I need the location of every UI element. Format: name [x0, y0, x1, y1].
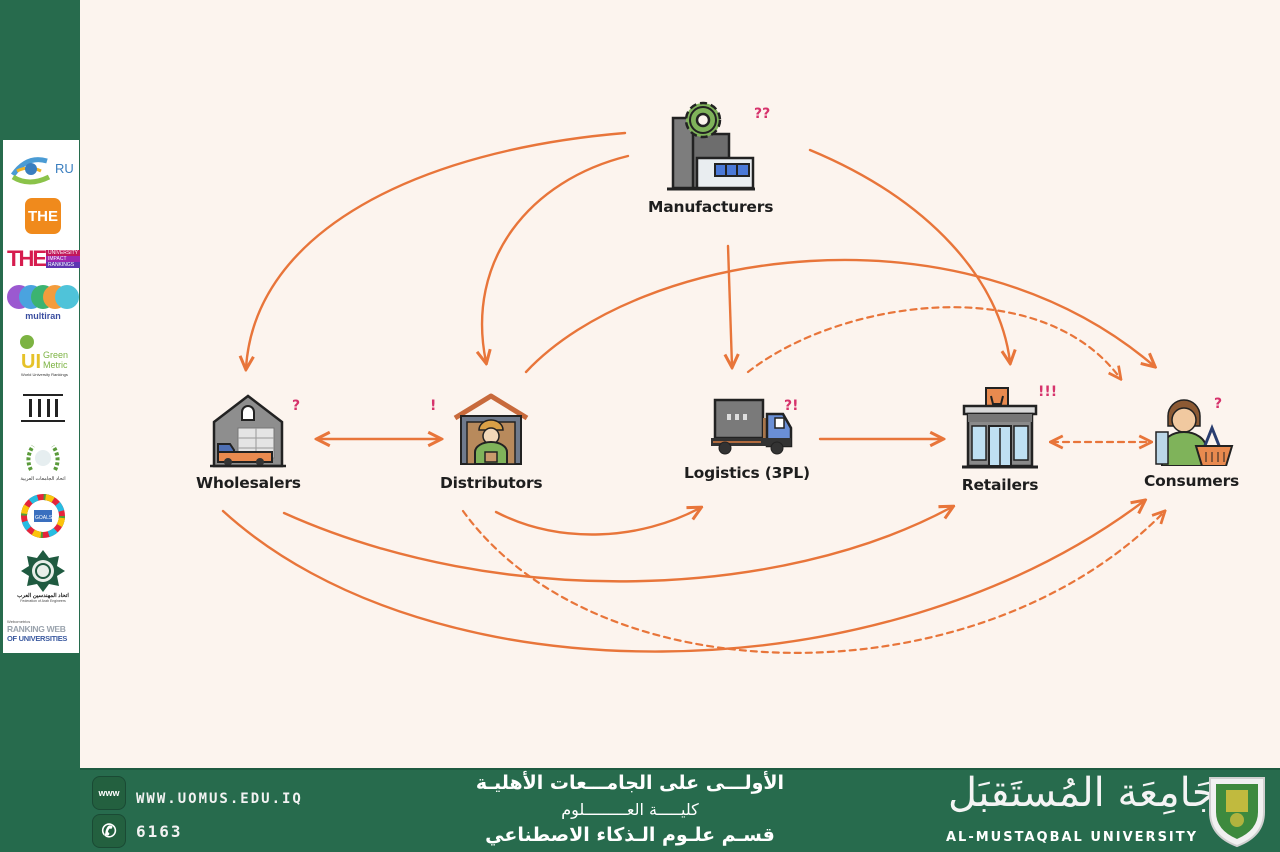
storefront-icon — [962, 387, 1038, 469]
node-logistics: Logistics (3PL) ?! — [684, 396, 810, 482]
rankings-logo-strip: RU THE THE UNIVERSITY IMPACT RANKINGS mu… — [3, 140, 81, 653]
distributor-worker-icon — [453, 393, 529, 465]
node-label: Retailers — [961, 476, 1039, 494]
phone-icon[interactable]: ✆ — [92, 814, 126, 848]
department-ai-sciences: قسـم علـوم الـذكاء الاصطناعي — [485, 824, 775, 846]
question-mark: ? — [1214, 396, 1223, 412]
edge-wholesalers-consumers — [221, 501, 1144, 653]
node-label: Wholesalers — [196, 474, 301, 492]
exclamation-mark: ! — [430, 398, 437, 414]
edge-wholesalers-retailers — [282, 507, 952, 583]
logo-the: THE — [7, 196, 79, 236]
svg-text:World University Rankings: World University Rankings — [21, 372, 68, 377]
node-manufacturers: Manufacturers ?? — [648, 100, 773, 216]
edge-distributors-consumers-arc — [524, 258, 1154, 374]
node-label: Distributors — [440, 474, 543, 492]
node-label: Consumers — [1144, 472, 1240, 490]
logo-institution-pillars — [7, 388, 79, 428]
university-footer: www WWW.UOMUS.EDU.IQ ✆ 6163 الأولـــى عل… — [80, 768, 1280, 852]
university-name-english: AL-MUSTAQBAL UNIVERSITY — [946, 830, 1199, 845]
node-distributors: Distributors ! — [430, 392, 543, 492]
shopper-icon — [1154, 399, 1233, 466]
svg-text:UI: UI — [21, 351, 41, 373]
exclamation-marks: !!! — [1038, 384, 1058, 400]
globe-www-icon[interactable]: www — [92, 776, 126, 810]
logo-sdgs: GOALS — [7, 494, 79, 538]
edge-logistics-consumers-dashed — [746, 306, 1120, 378]
node-label: Manufacturers — [648, 198, 774, 216]
logo-the-impact-rankings: THE UNIVERSITY IMPACT RANKINGS — [7, 246, 81, 271]
tagline-first-private-university: الأولـــى على الجامـــعات الأهليـة — [475, 772, 785, 794]
supply-chain-diagram: Manufacturers ?? Wholesalers ? — [80, 0, 1280, 768]
svg-text:Metric: Metric — [43, 360, 68, 370]
logo-rur: RU — [7, 146, 79, 188]
edge-manufacturers-wholesalers — [246, 131, 627, 368]
svg-text:Green: Green — [43, 350, 68, 360]
logo-ui-greenmetric: UI Green Metric World University Ranking… — [7, 332, 79, 378]
svg-text:RU: RU — [55, 161, 74, 176]
website-link[interactable]: WWW.UOMUS.EDU.IQ — [136, 791, 303, 807]
edge-manufacturers-logistics — [728, 244, 732, 366]
edge-distributors-consumers-dashed — [461, 511, 1164, 654]
phone-number[interactable]: 6163 — [136, 822, 183, 841]
edge-manufacturers-retailers — [808, 148, 1010, 362]
university-name-arabic: جَامِعَة المُستَقبَل — [948, 770, 1217, 816]
node-retailers: Retailers !!! — [960, 384, 1057, 494]
logo-multirank: multiran — [7, 280, 79, 324]
question-mark: ? — [292, 398, 301, 414]
question-marks: ?? — [754, 106, 771, 122]
logo-association-arab-universities: اتحاد الجامعات العربية — [7, 438, 79, 486]
edge-distributors-logistics — [494, 508, 700, 536]
svg-text:GOALS: GOALS — [35, 515, 53, 521]
node-label: Logistics (3PL) — [684, 464, 810, 482]
college-of-sciences: كليـــــة العـــــــــلوم — [561, 800, 699, 819]
factory-icon — [666, 101, 755, 191]
interrobang-mark: ?! — [784, 398, 799, 414]
logo-federation-arab-engineers: اتحاد المهندسين العرب Federation of Arab… — [7, 544, 79, 608]
logo-ranking-web-of-universities: Webometrics RANKING WEB OF UNIVERSITIES — [7, 619, 68, 643]
warehouse-truck-icon — [210, 394, 287, 468]
delivery-truck-icon — [710, 398, 793, 455]
node-wholesalers: Wholesalers ? — [196, 392, 301, 492]
university-crest-icon — [1209, 777, 1265, 848]
node-consumers: Consumers ? — [1144, 392, 1239, 490]
edge-manufacturers-distributors — [482, 154, 630, 362]
connection-arrows — [221, 131, 1280, 654]
